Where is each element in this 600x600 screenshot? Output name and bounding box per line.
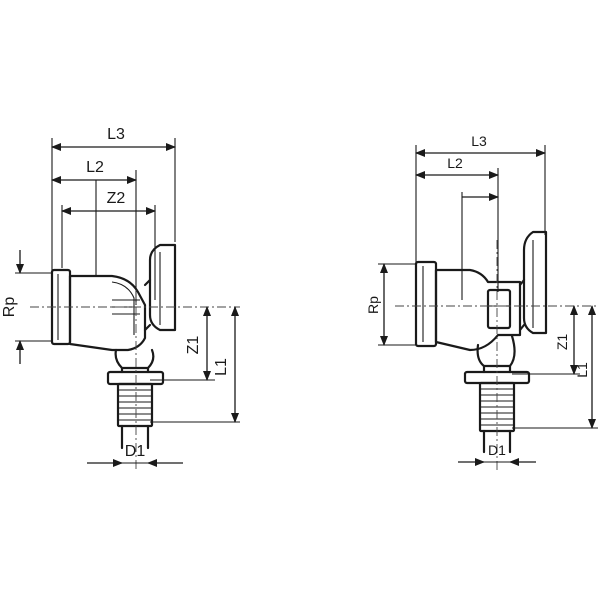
right-dim-d1: D1 <box>458 442 536 466</box>
right-label-l2: L2 <box>447 155 463 171</box>
right-dim-l1: L1 <box>574 305 596 429</box>
right-label-rp: Rp <box>365 296 381 314</box>
left-dim-rp: Rp <box>1 250 52 364</box>
right-label-l1: L1 <box>574 362 590 378</box>
right-dim-rp: Rp <box>365 263 416 346</box>
left-label-l1: L1 <box>213 358 230 376</box>
left-dim-z1: Z1 <box>185 306 211 381</box>
right-label-d1: D1 <box>488 442 506 458</box>
right-fitting-body <box>414 230 548 454</box>
left-dim-l1: L1 <box>213 306 239 423</box>
left-dim-l3: L3 <box>51 126 176 151</box>
left-label-rp: Rp <box>1 297 18 318</box>
right-fitting: L3 L2 Rp <box>365 133 598 470</box>
right-dim-l3: L3 <box>415 133 546 157</box>
right-label-z1: Z1 <box>554 334 570 351</box>
right-dim-l2: L2 <box>415 155 499 179</box>
left-label-l2: L2 <box>86 159 104 176</box>
right-dim-z1: Z1 <box>554 305 578 375</box>
left-dim-z2: Z2 <box>61 190 156 215</box>
left-label-z2: Z2 <box>107 190 126 207</box>
right-label-l3: L3 <box>471 133 487 149</box>
left-dim-l2: L2 <box>51 159 137 184</box>
left-label-l3: L3 <box>107 126 125 143</box>
left-dim-d1: D1 <box>87 443 183 467</box>
left-label-d1: D1 <box>125 443 146 460</box>
left-fitting-body <box>50 243 177 450</box>
left-label-z1: Z1 <box>185 336 202 355</box>
left-fitting: L3 L2 Z2 Rp <box>1 126 240 470</box>
